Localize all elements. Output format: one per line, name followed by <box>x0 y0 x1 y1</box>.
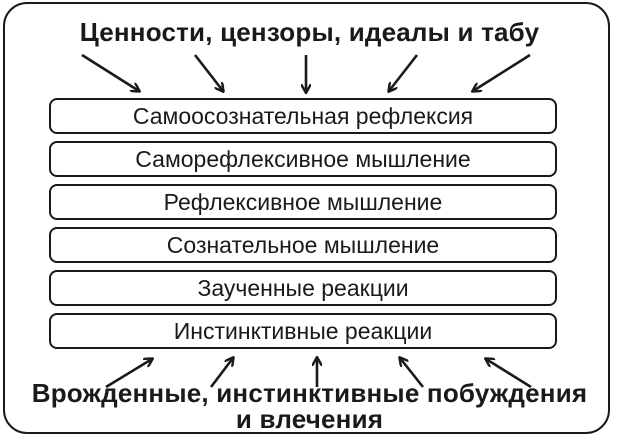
layer-self-reflective-thinking: Саморефлексивное мышление <box>49 141 557 177</box>
arrow-up-icon <box>105 359 152 389</box>
layer-reflective-thinking: Рефлексивное мышление <box>49 184 557 220</box>
arrow-up-icon <box>400 358 425 388</box>
bottom-label-line-2: и влечения <box>235 404 384 434</box>
arrow-up-icon <box>486 359 532 389</box>
layer-self-conscious-reflection: Самоосознательная рефлексия <box>49 98 557 134</box>
top-arrows <box>81 53 531 92</box>
arrow-down-icon <box>193 54 223 91</box>
layer-stack: Самоосознательная рефлексия Саморефлекси… <box>49 98 557 356</box>
bottom-arrows <box>105 358 532 389</box>
layer-instinctive-reactions: Инстинктивные реакции <box>49 313 557 349</box>
arrow-down-icon <box>81 53 139 91</box>
layer-conscious-thinking: Сознательное мышление <box>49 227 557 263</box>
layer-learned-reactions: Заученные реакции <box>49 270 557 306</box>
arrow-down-icon <box>389 54 419 91</box>
bottom-label-line-1: Врожденные, инстинктивные побуждения <box>31 378 588 408</box>
arrow-down-icon <box>473 53 531 91</box>
arrow-up-icon <box>209 358 233 388</box>
bottom-label: Врожденные, инстинктивные побуждения и в… <box>0 380 619 432</box>
top-label: Ценности, цензоры, идеалы и табу <box>79 17 540 47</box>
